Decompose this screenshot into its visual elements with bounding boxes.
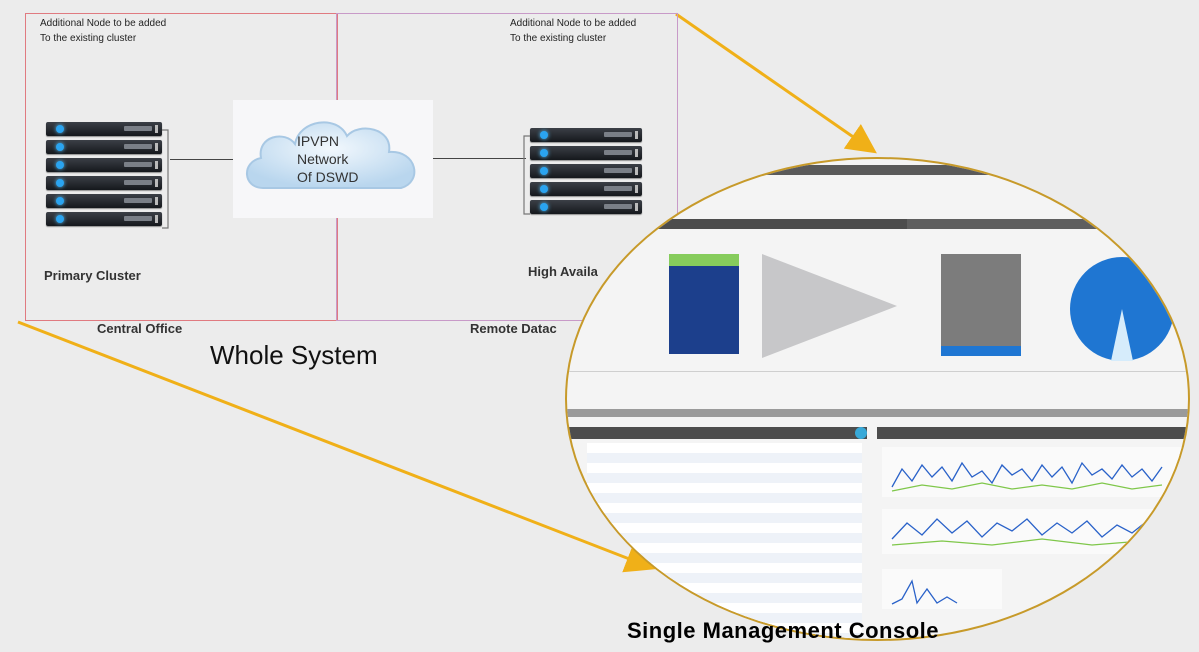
link-cloud-to-remote <box>432 158 526 159</box>
remote-note-line-1: Additional Node to be added <box>510 18 637 29</box>
cloud-label: IPVPN Network Of DSWD <box>297 132 358 186</box>
cloud-panel: IPVPN Network Of DSWD <box>233 100 433 218</box>
console-nav-bar <box>717 165 1057 175</box>
whole-system-title: Whole System <box>210 340 378 370</box>
cloud-label-line-2: Network <box>297 151 349 167</box>
remote-datacenter-label: Remote Datac <box>470 321 557 336</box>
link-central-to-cloud <box>170 159 248 160</box>
performance-panel-header <box>877 427 1188 439</box>
remote-cluster-server-rack-icon <box>530 128 642 218</box>
performance-chart-1 <box>882 447 1182 497</box>
primary-cluster-label: Primary Cluster <box>44 268 141 283</box>
stats-divider <box>567 371 1188 372</box>
cloud-label-line-1: IPVPN <box>297 133 340 149</box>
performance-chart-3 <box>882 569 1002 609</box>
console-scrollbar <box>567 409 1188 417</box>
physical-capacity-bar <box>941 254 1021 356</box>
console-section-header-right <box>907 219 1188 229</box>
efficiency-triangle-icon <box>762 254 897 358</box>
arrow-bottom-left <box>17 320 656 573</box>
arrow-top-right <box>675 12 877 154</box>
remote-cluster-label: High Availa <box>528 264 598 279</box>
central-node-note: Additional Node to be added To the exist… <box>40 16 166 46</box>
cloud-label-line-3: Of DSWD <box>297 169 359 185</box>
primary-rack-bracket <box>162 129 169 229</box>
used-capacity-bar <box>669 254 739 354</box>
volumes-table <box>587 443 862 639</box>
single-management-console-title: Single Management Console <box>627 618 939 643</box>
performance-chart-2 <box>882 509 1182 554</box>
primary-cluster-server-rack-icon <box>46 122 162 230</box>
central-office-label: Central Office <box>97 321 183 336</box>
central-note-line-1: Additional Node to be added <box>40 18 167 29</box>
remote-node-note: Additional Node to be added To the exist… <box>510 16 636 46</box>
console-section-header-left <box>567 219 907 229</box>
available-capacity-pie <box>1070 257 1174 361</box>
remote-note-line-2: To the existing cluster <box>510 33 607 44</box>
central-note-line-2: To the existing cluster <box>40 33 137 44</box>
volumes-panel-header <box>567 427 867 439</box>
remote-rack-bracket <box>523 135 530 215</box>
cloud-icon <box>246 121 416 189</box>
refresh-icon[interactable] <box>855 427 867 439</box>
management-console-magnifier <box>565 157 1190 641</box>
